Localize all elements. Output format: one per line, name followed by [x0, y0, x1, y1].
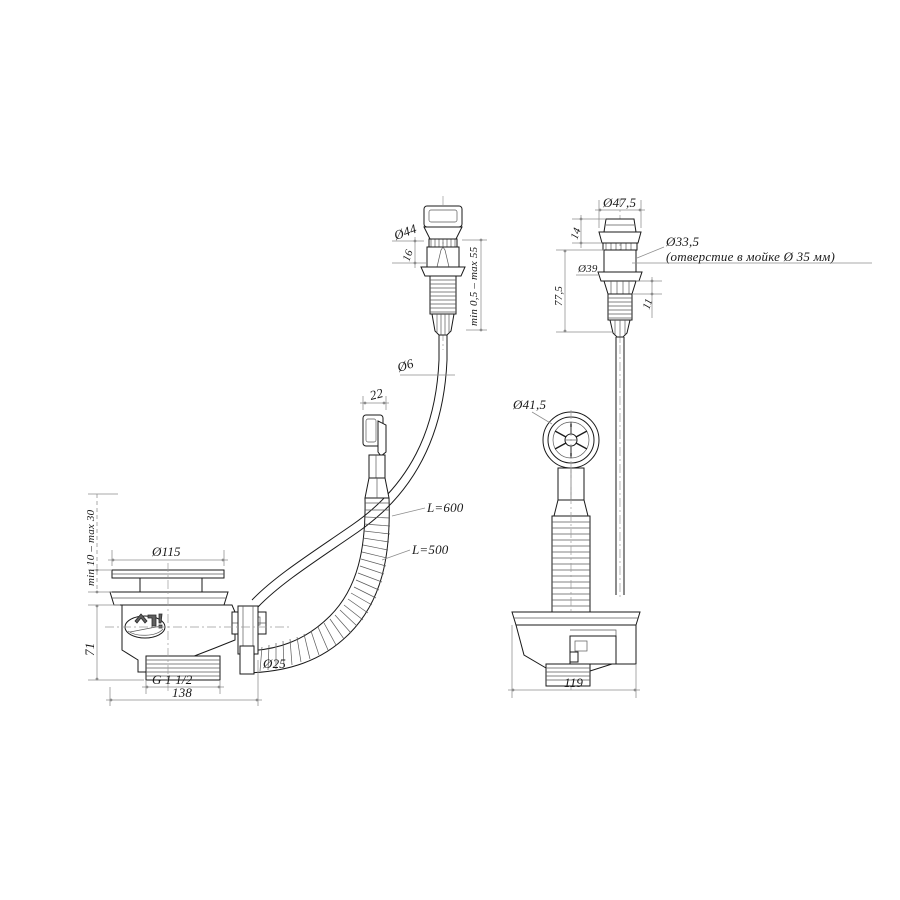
label-cable-diameter: Ø6: [394, 355, 415, 375]
left-control-cable: Ø6: [251, 355, 455, 608]
label-body-height: 71: [82, 643, 97, 656]
label-handle-width: 22: [368, 385, 385, 403]
right-control-cable: [615, 345, 625, 600]
right-overflow-head: [597, 198, 643, 362]
left-body-dimensions: Ø115 min 10 – max 30 71 G 1 1/2 138 Ø25: [82, 493, 286, 706]
label-body-width: 119: [564, 675, 583, 690]
label-thread-size: G 1 1/2: [152, 672, 193, 687]
label-strainer-diameter: Ø41,5: [512, 397, 546, 412]
label-washer-diameter: Ø39: [577, 263, 598, 275]
right-head-dimensions: Ø47,5 14 77,5 Ø39 Ø33,5 (отверстие в мой…: [553, 195, 872, 333]
label-button-head-height: 16: [401, 248, 416, 263]
label-shank-diameter: Ø33,5: [665, 234, 699, 249]
left-waste-body: [105, 563, 290, 692]
label-hose-short-length: L=500: [411, 542, 449, 557]
left-push-button-head: [420, 196, 466, 360]
label-pipe-diameter: Ø25: [262, 656, 286, 671]
label-clamp-range: min 0,5 – max 55: [468, 246, 480, 326]
label-hose-long-length: L=600: [426, 500, 464, 515]
label-overall-height: 77,5: [553, 286, 565, 306]
right-strainer-and-hose: Ø41,5: [512, 397, 600, 690]
label-sink-thickness: min 10 – max 30: [85, 509, 97, 586]
left-corrugated-overflow-hose: L=600 L=500: [245, 454, 464, 674]
right-waste-body: 119: [508, 611, 641, 698]
label-cap-diameter: Ø47,5: [602, 195, 636, 210]
label-overall-length: 138: [172, 685, 192, 700]
left-head-dimensions: Ø44 16 min 0,5 – max 55: [391, 221, 487, 332]
label-flange-diameter: Ø115: [151, 544, 181, 559]
label-cap-height: 14: [569, 226, 584, 241]
label-nut-height: 11: [641, 297, 656, 311]
left-pull-handle: 22: [360, 385, 389, 457]
label-sink-hole-note: (отверстие в мойке Ø 35 мм): [666, 249, 835, 264]
